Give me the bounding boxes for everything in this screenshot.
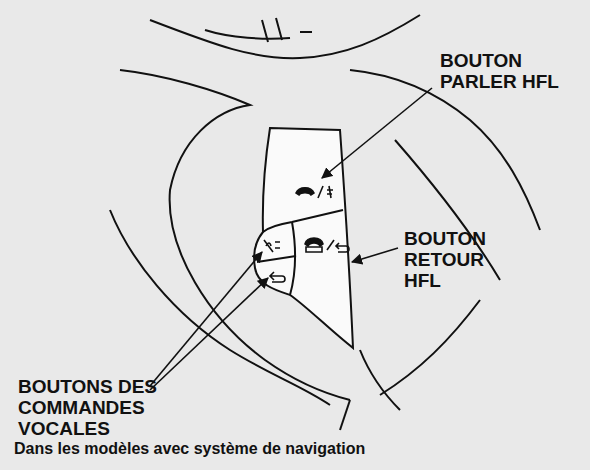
voice-buttons-label: BOUTONS DES COMMANDES VOCALES bbox=[18, 376, 168, 439]
back-button-label: BOUTON RETOUR HFL bbox=[404, 228, 514, 291]
button-panel bbox=[254, 128, 353, 348]
talk-button-label: BOUTON PARLER HFL bbox=[440, 50, 570, 92]
button-icons bbox=[264, 186, 349, 282]
caption: Dans les modèles avec système de navigat… bbox=[14, 440, 365, 458]
leader-lines bbox=[150, 88, 432, 390]
